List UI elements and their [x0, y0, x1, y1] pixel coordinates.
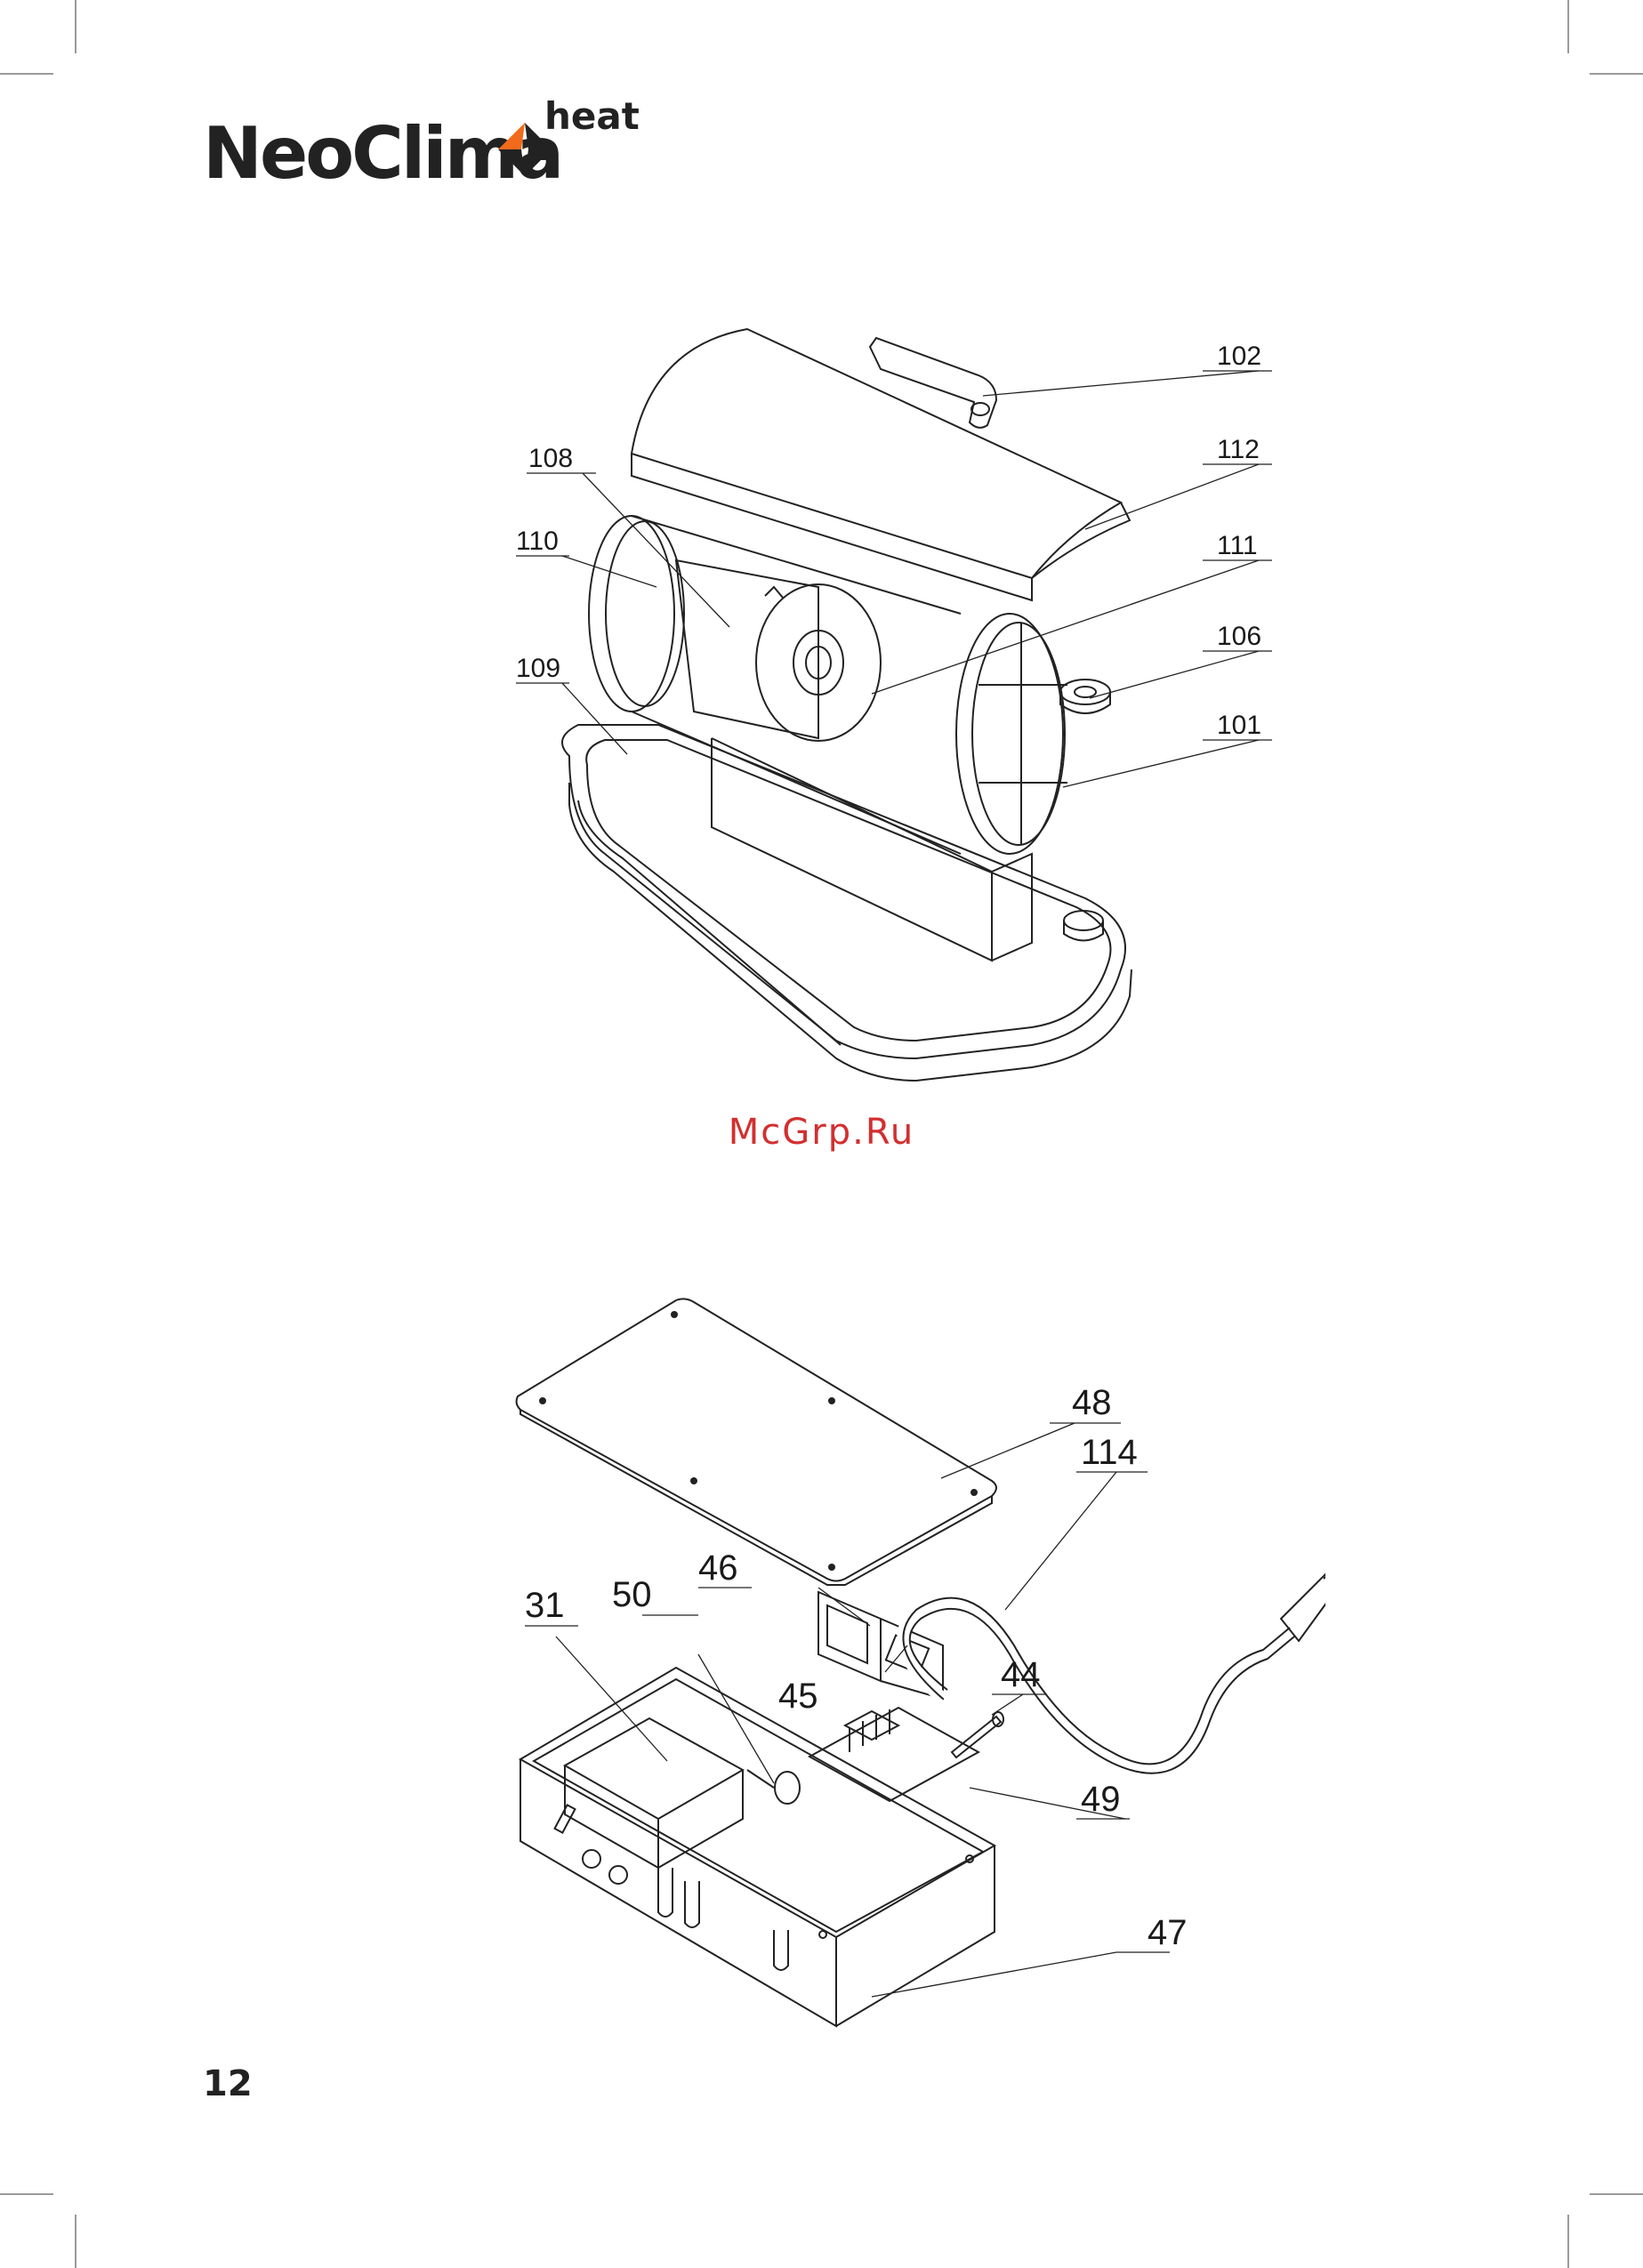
brand-logo: NeoClima heat	[203, 96, 665, 194]
callout-46: 46	[698, 1548, 738, 1588]
callout-50: 50	[612, 1575, 652, 1614]
crop-mark	[75, 0, 77, 53]
top-plate	[517, 1299, 996, 1585]
callout-48: 48	[1072, 1383, 1112, 1422]
callout-31: 31	[525, 1586, 565, 1625]
heater-exploded-diagram: 102 112 111 106 101 108 110 109	[498, 320, 1299, 1085]
page-number: 12	[203, 2063, 253, 2104]
callout-114: 114	[1081, 1433, 1138, 1472]
inner-chamber	[676, 560, 881, 741]
base-tray	[562, 725, 1132, 1081]
callout-47: 47	[1148, 1913, 1188, 1952]
callout-49: 49	[1081, 1780, 1121, 1819]
crop-mark	[1567, 2215, 1569, 2268]
callout-106: 106	[1217, 622, 1261, 651]
knob	[747, 1770, 800, 1804]
crop-mark	[0, 2193, 53, 2195]
crop-mark	[75, 2215, 77, 2268]
handle	[870, 338, 996, 428]
callout-102: 102	[1217, 342, 1261, 371]
callout-45: 45	[778, 1677, 818, 1716]
callout-112: 112	[1217, 435, 1260, 464]
callout-108: 108	[528, 444, 573, 473]
crop-mark	[1590, 73, 1643, 75]
crop-mark	[0, 73, 53, 75]
fuel-filler	[1064, 911, 1103, 941]
callout-110: 110	[516, 527, 559, 556]
callout-44: 44	[1001, 1655, 1041, 1694]
support-stand	[712, 738, 1032, 961]
fuel-cap	[1060, 680, 1110, 713]
callout-111: 111	[1217, 531, 1258, 560]
callout-101: 101	[1217, 711, 1261, 740]
control-box-exploded-diagram: 48 114 46 50 31 45 44 49 47	[507, 1290, 1325, 2028]
watermark: McGrp.Ru	[0, 1112, 1643, 1153]
brand-suffix: heat	[544, 94, 640, 138]
leader-lines	[525, 1423, 1170, 1997]
callout-109: 109	[516, 654, 560, 683]
crop-mark	[1567, 0, 1569, 53]
crop-mark	[1590, 2193, 1643, 2195]
